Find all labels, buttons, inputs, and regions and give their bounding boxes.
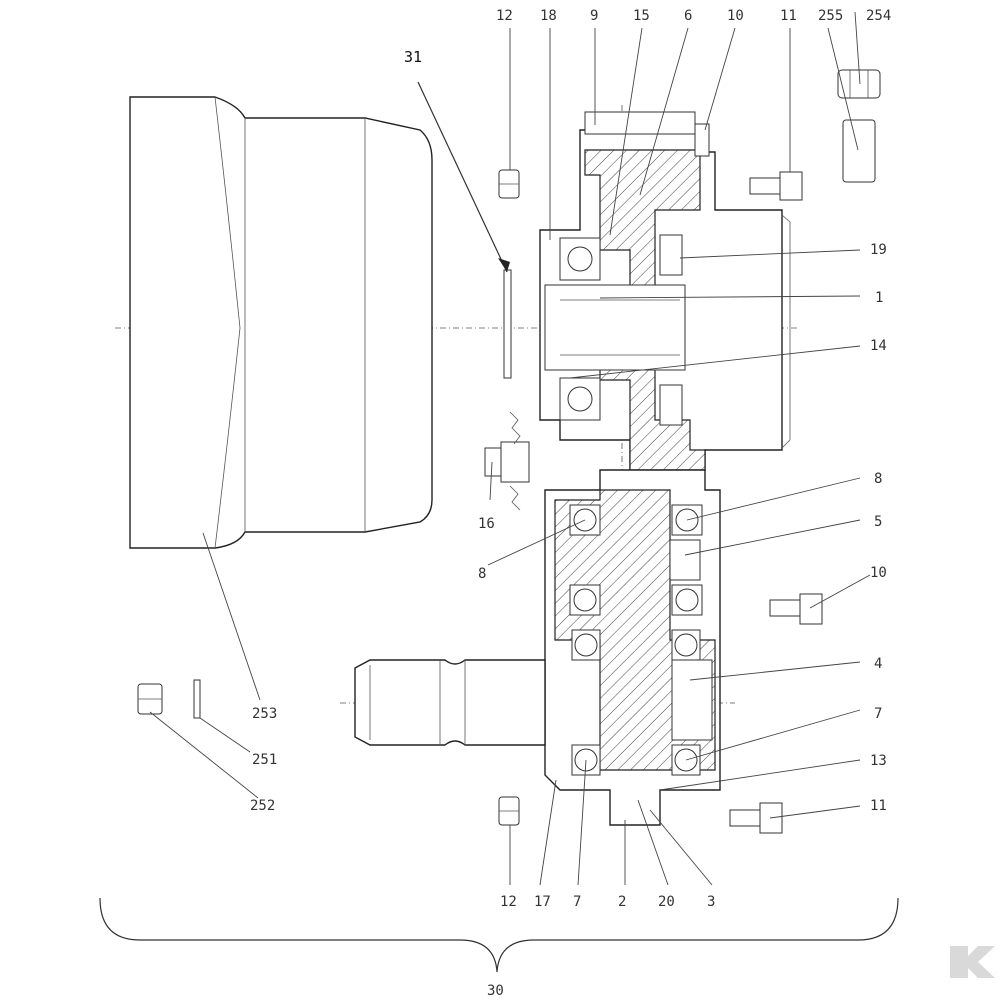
callout-8-left: 8 [478,566,486,582]
callout-8-right: 8 [874,471,882,487]
callout-14: 14 [870,338,887,354]
part-16-plug [484,411,530,511]
callout-12-bottom: 12 [500,894,517,910]
part-11-bolt-bottom [729,802,783,834]
pto-shaft [354,659,546,746]
kramp-k-logo-icon [950,946,995,978]
callout-11-top: 11 [780,8,797,24]
callout-13: 13 [870,753,887,769]
callout-4: 4 [874,656,882,672]
part-12-nut-bottom [498,796,520,826]
callout-19: 19 [870,242,887,258]
callout-3: 3 [707,894,715,910]
lower-housing [544,469,721,826]
part-253-cover [129,96,433,549]
upper-housing [539,111,791,471]
callout-5: 5 [874,514,882,530]
callout-6: 6 [684,8,692,24]
part-31-washer [417,81,512,379]
callout-10-top: 10 [727,8,744,24]
callout-254: 254 [866,8,891,24]
callout-20: 20 [658,894,675,910]
callout-255: 255 [818,8,843,24]
part-254-bushing [837,69,881,99]
callout-1: 1 [875,290,883,306]
callout-10-right: 10 [870,565,887,581]
callout-16: 16 [478,516,495,532]
callout-12-top: 12 [496,8,513,24]
callout-252: 252 [250,798,275,814]
part-252-nut [137,683,163,715]
part-10-bolt [769,593,823,625]
callout-30: 30 [487,983,504,999]
assembly-brace [99,897,899,973]
callout-2: 2 [618,894,626,910]
callout-31: 31 [404,48,422,66]
part-251-washer [193,679,201,719]
part-11-bolt-top [749,171,803,201]
callout-7-bottom: 7 [573,894,581,910]
part-12-nut-top [498,169,520,199]
callout-7-right: 7 [874,706,882,722]
callout-11-bottom: 11 [870,798,887,814]
callout-17: 17 [534,894,551,910]
callout-15: 15 [633,8,650,24]
leader-lines [149,11,871,886]
callout-251: 251 [252,752,277,768]
callout-18: 18 [540,8,557,24]
callout-253: 253 [252,706,277,722]
callout-9: 9 [590,8,598,24]
part-255-sleeve [842,119,876,183]
